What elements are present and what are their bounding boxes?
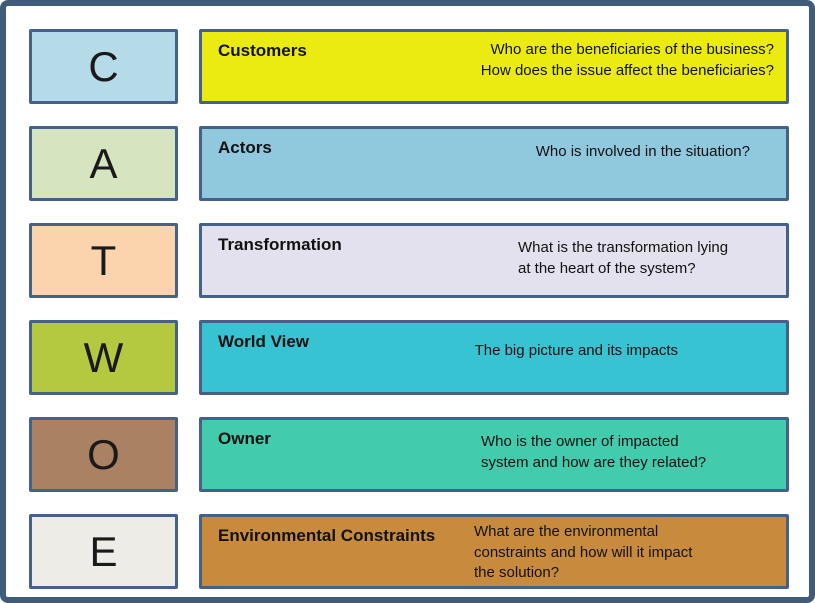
box-title-transformation: Transformation — [218, 235, 342, 254]
box-question-owner: Who is the owner of impacted system and … — [481, 433, 707, 471]
letter-box-e: E — [29, 514, 178, 589]
row-actors: A Actors Who is involved in the situatio… — [29, 126, 809, 201]
letter-box-w: W — [29, 320, 178, 395]
box-title-environmental-constraints: Environmental Constraints — [218, 526, 436, 545]
box-question-transformation: What is the transformation lying at the … — [518, 239, 729, 277]
box-question-actors: Who is involved in the situation? — [535, 143, 750, 160]
row-transformation: T Transformation What is the transformat… — [29, 223, 809, 298]
box-title-world-view: World View — [218, 332, 310, 351]
box-owner: Owner Who is the owner of impacted syste… — [199, 417, 789, 492]
box-question-world-view: The big picture and its impacts — [474, 342, 678, 359]
row-owner: O Owner Who is the owner of impacted sys… — [29, 417, 809, 492]
box-question-environmental-constraints: What are the environmental constraints a… — [474, 523, 693, 582]
row-world-view: W World View The big picture and its imp… — [29, 320, 809, 395]
letter-box-o: O — [29, 417, 178, 492]
box-actors: Actors Who is involved in the situation? — [199, 126, 789, 201]
box-title-owner: Owner — [218, 429, 271, 448]
row-customers: C Customers Who are the beneficiaries of… — [29, 29, 809, 104]
box-environmental-constraints: Environmental Constraints What are the e… — [199, 514, 789, 589]
box-customers: Customers Who are the beneficiaries of t… — [199, 29, 789, 104]
box-question-customers: Who are the beneficiaries of the busines… — [480, 41, 774, 79]
box-title-customers: Customers — [218, 41, 307, 60]
row-environmental-constraints: E Environmental Constraints What are the… — [29, 514, 809, 589]
box-title-actors: Actors — [218, 138, 272, 157]
box-transformation: Transformation What is the transformatio… — [199, 223, 789, 298]
box-world-view: World View The big picture and its impac… — [199, 320, 789, 395]
letter-box-c: C — [29, 29, 178, 104]
letter-box-t: T — [29, 223, 178, 298]
letter-box-a: A — [29, 126, 178, 201]
